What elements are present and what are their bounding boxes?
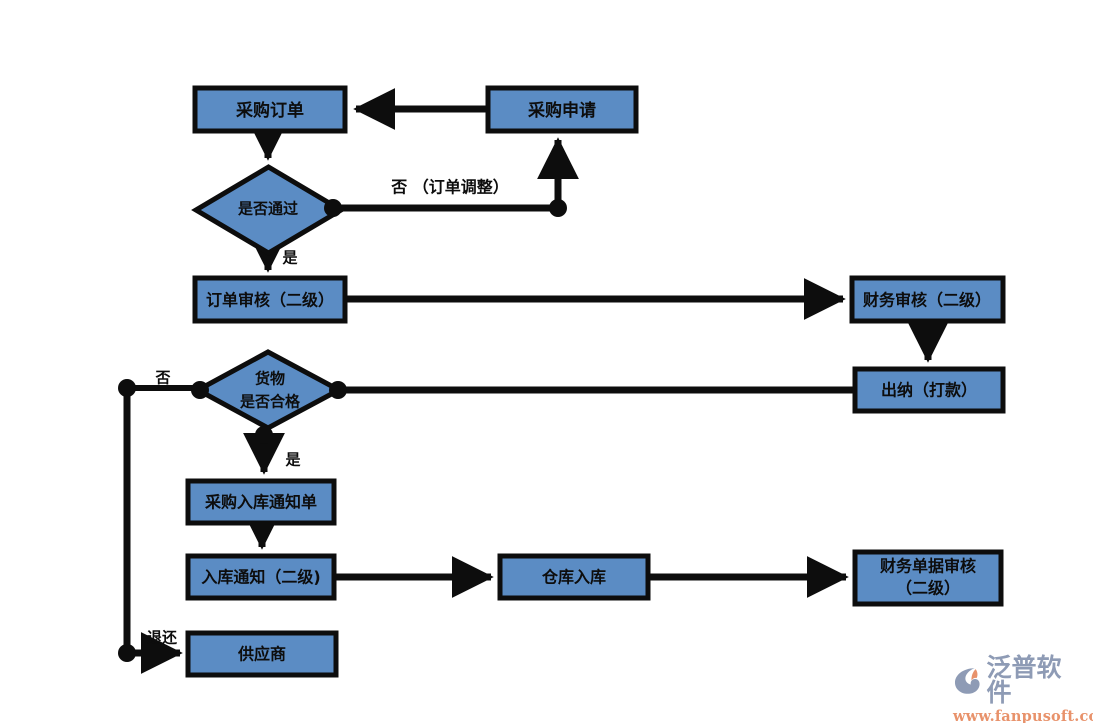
edge-label-no-goods: 否 bbox=[154, 369, 170, 387]
node-order-review-level2-shape bbox=[192, 275, 348, 324]
node-finance-doc-review[interactable]: 财务单据审核 （二级） bbox=[852, 549, 1004, 607]
node-approval-decision-shape bbox=[191, 164, 346, 256]
node-goods-qualified[interactable]: 货物 是否合格 bbox=[192, 349, 345, 431]
node-purchase-request-shape bbox=[485, 85, 639, 134]
node-finance-doc-review-label-line2: （二级） bbox=[896, 579, 960, 598]
node-purchase-order-label: 采购订单 bbox=[235, 100, 304, 121]
node-purchase-request[interactable]: 采购申请 bbox=[485, 85, 639, 134]
dot-left-rail-bottom bbox=[118, 644, 136, 662]
node-supplier-shape bbox=[185, 630, 339, 678]
dot-decision-right bbox=[324, 199, 342, 217]
edge-label-yes-approval: 是 bbox=[281, 249, 298, 267]
node-finance-review-level2[interactable]: 财务审核（二级） bbox=[849, 275, 1006, 324]
node-approval-decision-label: 是否通过 bbox=[237, 200, 298, 218]
node-order-review-level2[interactable]: 订单审核（二级） bbox=[192, 275, 348, 324]
node-layer: 采购订单 采购申请 是否通过 订单审核（二级） 财务审核（二级） bbox=[185, 85, 1006, 678]
node-goods-qualified-label-line2: 是否合格 bbox=[239, 393, 301, 411]
node-purchase-order[interactable]: 采购订单 bbox=[192, 85, 348, 134]
node-supplier[interactable]: 供应商 bbox=[185, 630, 339, 678]
watermark-logo: 泛普软件 www.fanpusoft.com bbox=[953, 655, 1093, 723]
node-warehouse-inbound-label: 仓库入库 bbox=[541, 568, 606, 587]
node-finance-review-level2-label: 财务审核（二级） bbox=[862, 291, 991, 310]
node-inbound-notice-level2[interactable]: 入库通知（二级) bbox=[185, 553, 337, 601]
junction-dot-layer bbox=[118, 199, 567, 662]
node-goods-qualified-shape bbox=[192, 349, 345, 431]
node-inbound-notice-level2-label: 入库通知（二级) bbox=[201, 568, 320, 587]
node-purchase-order-shape bbox=[192, 85, 348, 134]
edge-label-no-order-adjust: 否 （订单调整） bbox=[390, 178, 509, 197]
node-supplier-label: 供应商 bbox=[237, 645, 286, 664]
node-warehouse-inbound-shape bbox=[497, 553, 651, 601]
node-purchase-inbound-note[interactable]: 采购入库通知单 bbox=[185, 478, 337, 526]
node-purchase-inbound-note-shape bbox=[185, 478, 337, 526]
edge-label-yes-goods: 是 bbox=[284, 451, 301, 469]
node-cashier-payment-label: 出纳（打款） bbox=[881, 381, 977, 400]
dot-below-request bbox=[549, 199, 567, 217]
node-purchase-inbound-note-label: 采购入库通知单 bbox=[204, 493, 317, 512]
node-purchase-request-label: 采购申请 bbox=[527, 100, 596, 121]
edge-label-return: 退还 bbox=[147, 629, 178, 647]
node-cashier-payment[interactable]: 出纳（打款） bbox=[852, 366, 1006, 414]
node-approval-decision[interactable]: 是否通过 bbox=[191, 164, 346, 256]
dot-goods-left bbox=[191, 381, 209, 399]
watermark-url-text: www.fanpusoft.com bbox=[953, 708, 1093, 723]
node-finance-doc-review-shape bbox=[852, 549, 1004, 607]
node-finance-doc-review-label-line1: 财务单据审核 bbox=[879, 557, 976, 576]
dot-left-rail-top bbox=[118, 379, 136, 397]
node-cashier-payment-shape bbox=[852, 366, 1006, 414]
node-warehouse-inbound[interactable]: 仓库入库 bbox=[497, 553, 651, 601]
node-order-review-level2-label: 订单审核（二级） bbox=[206, 291, 334, 310]
leaf-circle-logo-icon bbox=[954, 667, 980, 694]
watermark-brand-row: 泛普软件 bbox=[953, 655, 1085, 705]
node-goods-qualified-label-line1: 货物 bbox=[255, 370, 285, 388]
node-finance-review-level2-shape bbox=[849, 275, 1006, 324]
dot-goods-right bbox=[329, 381, 347, 399]
watermark-brand-text: 泛普软件 bbox=[986, 653, 1062, 707]
edge-label-layer: 否 （订单调整） 是 否 是 退还 bbox=[147, 178, 509, 647]
dot-goods-bottom bbox=[255, 426, 273, 444]
node-inbound-notice-level2-shape bbox=[185, 553, 337, 601]
